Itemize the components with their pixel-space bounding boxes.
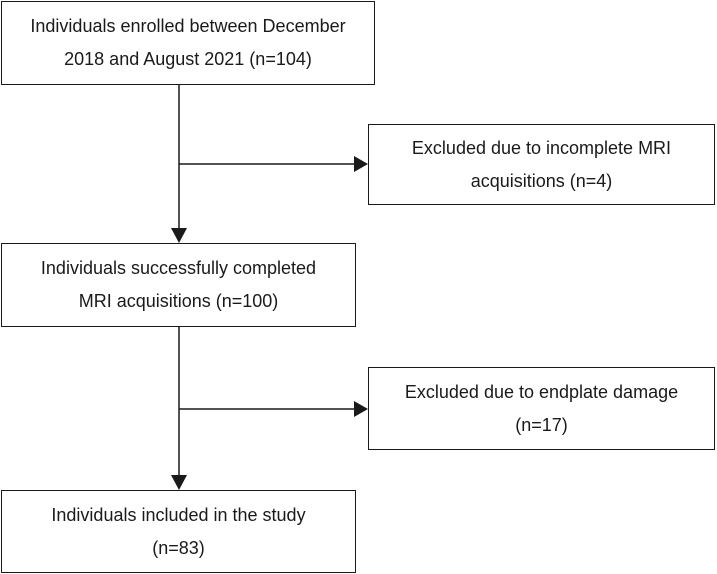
- completed-line-2: MRI acquisitions (n=100): [78, 291, 279, 311]
- included-box: Individuals included in the study (n=83): [1, 490, 356, 573]
- excluded-endplate-line-2: (n=17): [515, 414, 568, 435]
- included-line-2: (n=83): [152, 537, 205, 558]
- excluded-mri-line-1: Excluded due to incomplete MRI: [411, 137, 672, 158]
- arrowhead-to-excluded-mri: [354, 156, 368, 172]
- enrolled-box: Individuals enrolled between December 20…: [1, 1, 375, 85]
- included-line-1: Individuals included in the study: [51, 504, 306, 525]
- arrowhead-to-included: [171, 475, 187, 490]
- completed-line-1: Individuals successfully completed: [40, 258, 317, 278]
- excluded-endplate-line-1: Excluded due to endplate damage: [404, 381, 679, 402]
- excluded-mri-box: Excluded due to incomplete MRI acquisiti…: [368, 124, 715, 205]
- arrowhead-to-completed: [171, 228, 187, 243]
- enrolled-line-2: 2018 and August 2021 (n=104): [64, 49, 312, 69]
- excluded-mri-line-2: acquisitions (n=4): [470, 170, 613, 191]
- excluded-endplate-box: Excluded due to endplate damage (n=17): [368, 367, 715, 450]
- completed-box: Individuals successfully completed MRI a…: [1, 243, 356, 327]
- arrowhead-to-excluded-endplate: [354, 401, 368, 417]
- enrolled-line-1: Individuals enrolled between December: [30, 16, 346, 36]
